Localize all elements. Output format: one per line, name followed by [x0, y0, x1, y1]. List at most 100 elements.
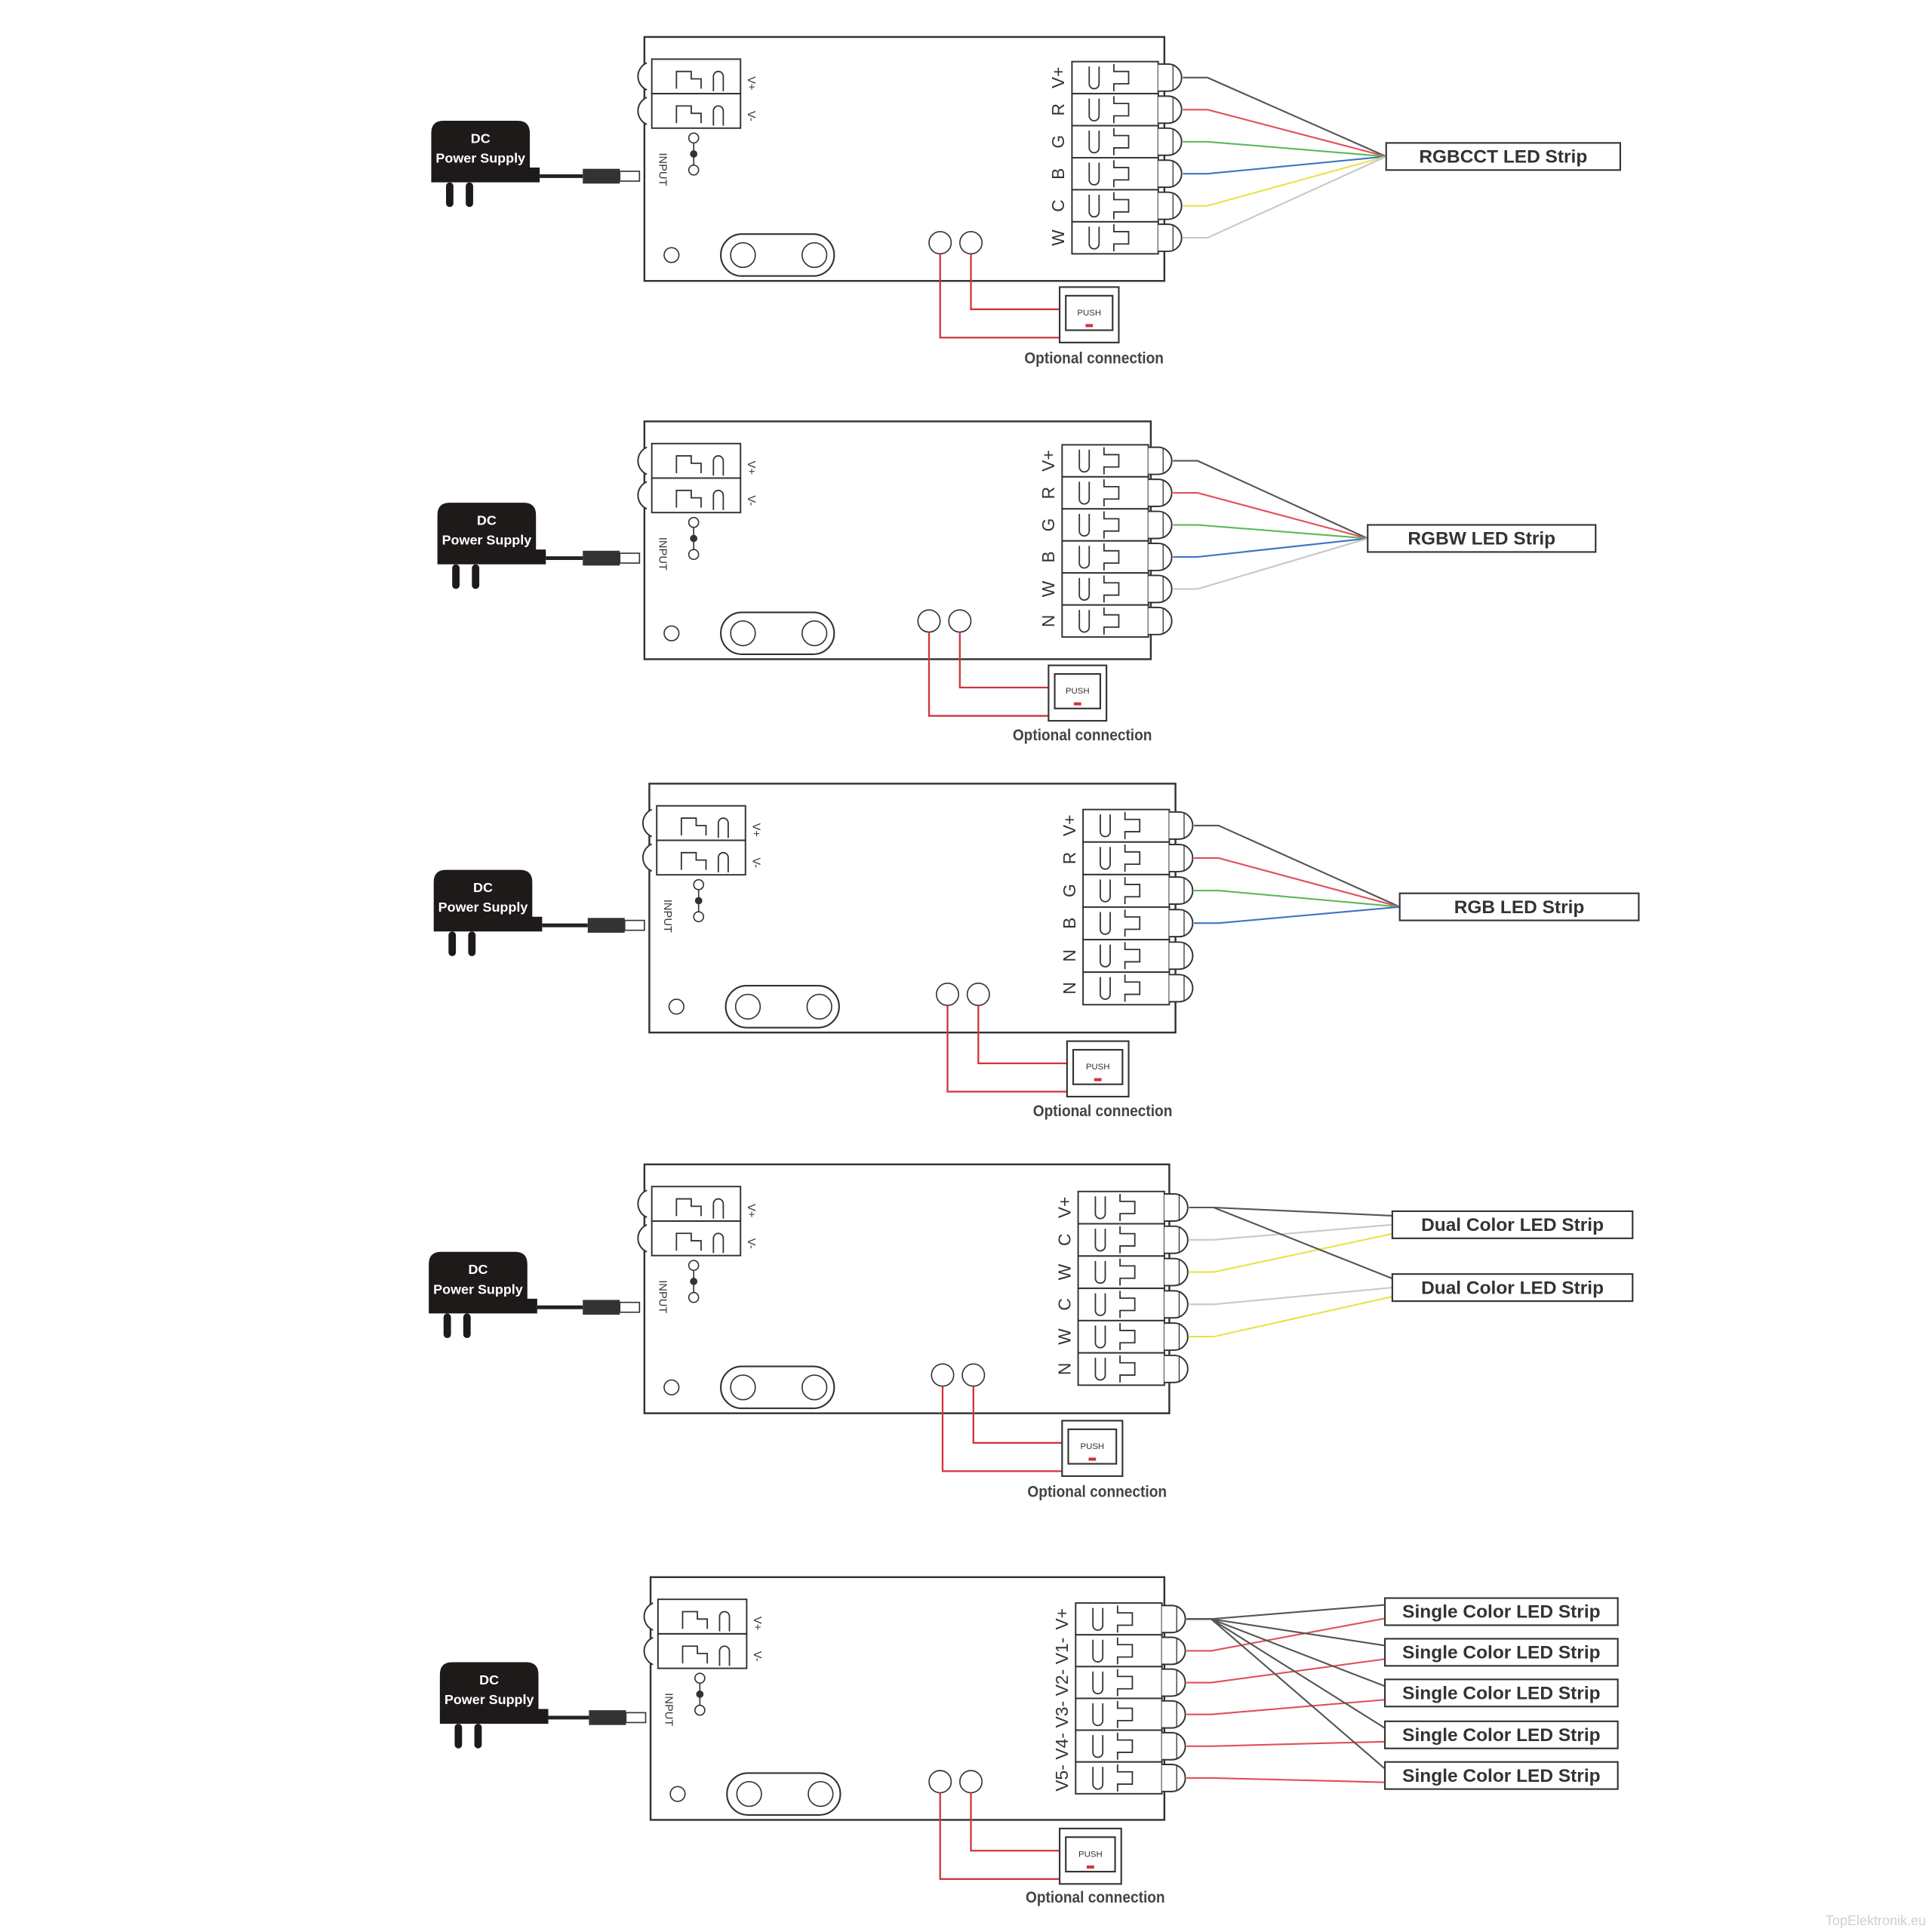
- polarity-center-icon: [690, 1278, 698, 1285]
- led-strip: RGBCCT LED Strip: [1183, 76, 1621, 239]
- terminal-screw-icon: [637, 446, 648, 475]
- terminal-slot-icon: [1100, 847, 1111, 870]
- terminal-clamp-icon: [1113, 192, 1130, 220]
- terminal-screw-icon: [1161, 1636, 1186, 1666]
- input-terminal-label: V+: [745, 76, 757, 90]
- terminal-slot-icon: [712, 70, 724, 91]
- terminal-clamp-icon: [675, 1232, 702, 1251]
- push-led-icon: [1088, 1457, 1097, 1461]
- led-strip: Dual Color LED Strip: [1189, 1206, 1634, 1273]
- output-terminal-label: V+: [1054, 1197, 1074, 1219]
- led-strip: Dual Color LED Strip: [1189, 1206, 1634, 1338]
- terminal-housing: [1075, 1634, 1163, 1668]
- terminal-clamp-icon: [1113, 96, 1130, 124]
- output-terminal-label: G: [1048, 135, 1068, 149]
- optional-connection-label: Optional connection: [1027, 1484, 1167, 1501]
- push-pad-icon: [948, 609, 972, 633]
- terminal-slot-icon: [1094, 1325, 1106, 1349]
- terminal-slot-icon: [1092, 1767, 1104, 1790]
- terminal-slot-icon: [1078, 449, 1091, 473]
- output-terminal: B: [1060, 906, 1194, 941]
- power-supply-label-line1: DC: [479, 1672, 499, 1687]
- input-terminal-label: V+: [751, 1617, 763, 1630]
- push-button: PUSH: [1061, 1420, 1124, 1477]
- led-strip-box: [1398, 892, 1640, 921]
- output-terminal: G: [1038, 508, 1173, 542]
- wire-r: [1173, 492, 1368, 540]
- power-supply-label-line2: Power Supply: [435, 151, 525, 166]
- push-button-label: PUSH: [1066, 687, 1090, 696]
- terminal-housing: [1082, 939, 1171, 974]
- led-strip-box: [1384, 1720, 1619, 1749]
- terminal-clamp-icon: [1124, 942, 1141, 970]
- terminal-housing: [1077, 1352, 1165, 1386]
- led-strip: Single Color LED Strip: [1186, 1618, 1619, 1749]
- wire-v1minus: [1186, 1617, 1386, 1652]
- input-label: INPUT: [656, 1280, 668, 1313]
- terminal-slot-icon: [712, 105, 724, 126]
- terminal-screw-icon: [1169, 844, 1194, 872]
- push-button: PUSH: [1059, 1827, 1122, 1885]
- output-terminal-label: N: [1038, 615, 1058, 628]
- terminal-slot-icon: [1092, 1703, 1104, 1727]
- input-label: INPUT: [656, 537, 668, 571]
- push-led-icon: [1087, 1865, 1094, 1869]
- input-terminal-label: V-: [745, 1238, 757, 1249]
- wire-b: [1183, 155, 1386, 175]
- input-terminal-label: V-: [745, 111, 757, 122]
- terminal-slot-icon: [1088, 194, 1100, 218]
- terminal-clamp-icon: [1124, 909, 1141, 937]
- dc-plug-icon: [583, 550, 620, 566]
- terminal-slot-icon: [1092, 1607, 1104, 1631]
- terminal-screw-icon: [643, 1602, 654, 1631]
- input-label: INPUT: [663, 1693, 675, 1726]
- wire-r: [1194, 857, 1400, 908]
- terminal-slot-icon: [1078, 513, 1091, 537]
- terminal-screw-icon: [1148, 574, 1173, 604]
- wire-vplus: [1173, 460, 1368, 540]
- terminal-screw-icon: [1169, 811, 1194, 840]
- terminal-housing: [1061, 508, 1149, 542]
- polarity-minus-icon: [694, 1704, 706, 1716]
- wire-w: [1173, 537, 1368, 590]
- wire-vplus: [1189, 1206, 1392, 1217]
- power-supply-body: [429, 1251, 537, 1314]
- terminal-housing: [1077, 1319, 1165, 1354]
- terminal-slot-icon: [1088, 66, 1100, 90]
- terminal-clamp-icon: [1116, 1637, 1134, 1665]
- terminal-slot-icon: [1094, 1358, 1106, 1381]
- push-wire: [939, 254, 1060, 339]
- polarity-center-icon: [690, 150, 698, 158]
- terminal-screw-icon: [1164, 1322, 1189, 1352]
- output-terminal: V+: [1054, 1190, 1189, 1225]
- plug-prong-icon: [474, 1724, 482, 1749]
- terminal-slot-icon: [1078, 546, 1091, 569]
- terminal-screw-icon: [637, 62, 648, 91]
- terminal-clamp-icon: [675, 489, 702, 508]
- wire-g: [1194, 890, 1400, 908]
- output-terminal: R: [1060, 841, 1194, 875]
- terminal-slot-icon: [712, 1232, 724, 1254]
- push-pad-icon: [966, 983, 990, 1007]
- output-terminal: R: [1038, 475, 1173, 510]
- plug-prong-icon: [454, 1724, 463, 1749]
- input-terminal-label: V-: [750, 857, 762, 868]
- mount-hole-icon: [730, 242, 756, 269]
- terminal-screw-icon: [637, 481, 648, 510]
- terminal-clamp-icon: [1103, 479, 1120, 507]
- terminal-screw-icon: [1164, 1354, 1189, 1383]
- terminal-slot-icon: [718, 1611, 731, 1632]
- input-terminal: V-: [637, 477, 757, 514]
- led-strip-label: Single Color LED Strip: [1402, 1766, 1600, 1786]
- output-terminal-label: V2-: [1052, 1669, 1072, 1697]
- output-terminal: G: [1048, 125, 1183, 158]
- terminal-clamp-icon: [1113, 128, 1130, 155]
- mount-hole-icon: [801, 242, 828, 269]
- push-wire: [972, 1386, 1063, 1444]
- push-wire: [977, 1005, 1067, 1065]
- dc-plug-icon: [583, 1300, 620, 1315]
- push-button: PUSH: [1059, 286, 1120, 343]
- output-terminal-label: N: [1060, 949, 1079, 962]
- terminal-housing: [1071, 125, 1159, 158]
- output-terminal-label: B: [1048, 168, 1068, 180]
